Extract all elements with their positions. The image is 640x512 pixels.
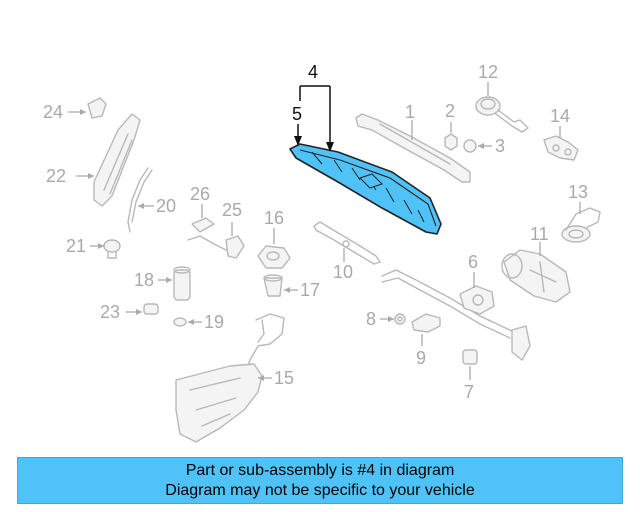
connector-part — [187, 235, 245, 259]
sensor-part — [87, 97, 107, 119]
bracket-part — [543, 135, 579, 161]
reservoir-part — [175, 313, 285, 443]
leader-4 — [299, 85, 334, 152]
grommet-part — [561, 207, 601, 243]
label-26[interactable]: 26 — [190, 184, 210, 204]
label-4[interactable]: 4 — [308, 62, 318, 82]
bushing-part — [462, 349, 478, 365]
label-8[interactable]: 8 — [366, 309, 376, 329]
label-17[interactable]: 17 — [300, 280, 320, 300]
label-10[interactable]: 10 — [333, 262, 353, 282]
label-24[interactable]: 24 — [43, 102, 63, 122]
label-21[interactable]: 21 — [66, 236, 86, 256]
wiper-arm-part — [355, 113, 471, 183]
cowl-panel-part — [93, 113, 141, 207]
push-clip-part — [103, 239, 121, 259]
label-23[interactable]: 23 — [100, 302, 120, 322]
label-13[interactable]: 13 — [568, 182, 588, 202]
label-3[interactable]: 3 — [495, 136, 505, 156]
label-11[interactable]: 11 — [530, 224, 549, 244]
label-9[interactable]: 9 — [416, 348, 426, 368]
pump-cap-part — [257, 245, 291, 269]
label-22[interactable]: 22 — [46, 166, 66, 186]
leader-5 — [294, 124, 302, 146]
linkage-part — [381, 269, 531, 361]
hose-part — [313, 221, 381, 265]
label-7[interactable]: 7 — [464, 382, 474, 402]
label-6[interactable]: 6 — [468, 252, 478, 272]
label-20[interactable]: 20 — [156, 196, 176, 216]
label-5[interactable]: 5 — [292, 104, 302, 124]
info-banner: Part or sub-assembly is #4 in diagram Di… — [17, 457, 623, 504]
wiper-motor-part — [501, 249, 571, 303]
wiper-blade-highlighted[interactable] — [289, 143, 442, 235]
clip-part — [411, 313, 441, 333]
label-15[interactable]: 15 — [274, 368, 294, 388]
nut-part — [444, 133, 458, 151]
label-25[interactable]: 25 — [222, 200, 242, 220]
label-16[interactable]: 16 — [264, 208, 284, 228]
filler-neck-part — [263, 274, 283, 297]
banner-line-1: Part or sub-assembly is #4 in diagram — [185, 461, 455, 479]
pump-part — [173, 266, 191, 301]
fastener-part — [191, 217, 215, 233]
washer-part — [394, 313, 406, 325]
label-1[interactable]: 1 — [405, 102, 415, 122]
label-19[interactable]: 19 — [204, 312, 224, 332]
grommet-small-part — [173, 317, 187, 327]
label-2[interactable]: 2 — [445, 101, 455, 121]
motor-cap-part — [475, 96, 529, 133]
label-18[interactable]: 18 — [134, 270, 154, 290]
label-12[interactable]: 12 — [478, 62, 498, 82]
cap-part — [463, 139, 477, 153]
banner-line-2: Diagram may not be specific to your vehi… — [165, 481, 475, 499]
seal-strip-part — [127, 167, 153, 233]
hose-fitting-part — [143, 303, 159, 315]
label-14[interactable]: 14 — [550, 106, 570, 126]
